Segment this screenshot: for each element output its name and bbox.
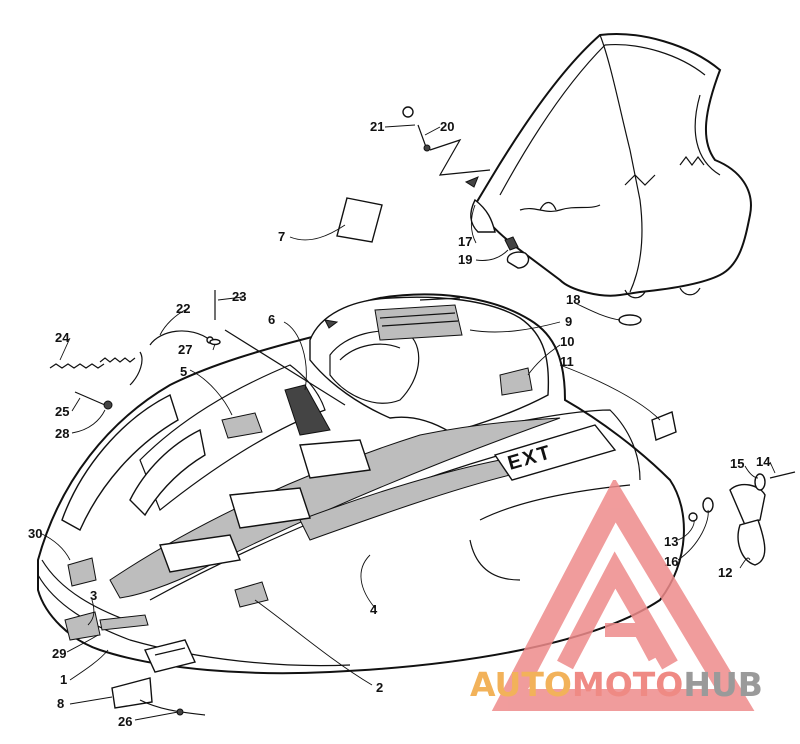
callout-27: 27 xyxy=(178,342,192,357)
callout-15: 15 xyxy=(730,456,744,471)
hood: EXT xyxy=(37,293,685,675)
watermark-logo xyxy=(491,480,755,711)
callout-14: 14 xyxy=(756,454,771,469)
callout-3: 3 xyxy=(90,588,97,603)
watermark-hub: HUB xyxy=(683,664,763,704)
leader-lines xyxy=(39,124,776,721)
decal-part-7 xyxy=(336,197,383,243)
bracket-and-cable xyxy=(111,677,206,716)
windshield-hardware xyxy=(402,106,642,326)
callout-24: 24 xyxy=(55,330,70,345)
callout-30: 30 xyxy=(28,526,42,541)
callout-7: 7 xyxy=(278,229,285,244)
side-hardware xyxy=(49,290,346,410)
callout-16: 16 xyxy=(664,554,678,569)
callout-8: 8 xyxy=(57,696,64,711)
callout-23: 23 xyxy=(232,289,246,304)
callout-1: 1 xyxy=(60,672,67,687)
callout-13: 13 xyxy=(664,534,678,549)
callout-18: 18 xyxy=(566,292,580,307)
callout-20: 20 xyxy=(440,119,454,134)
callout-labels: 1 2 3 4 5 6 7 8 9 10 11 12 13 14 15 16 1… xyxy=(28,119,771,729)
watermark-moto: MOTO xyxy=(571,664,684,704)
watermark-auto: AUTO xyxy=(470,664,572,704)
callout-19: 19 xyxy=(458,252,472,267)
callout-26: 26 xyxy=(118,714,132,729)
callout-25: 25 xyxy=(55,404,69,419)
callout-28: 28 xyxy=(55,426,69,441)
watermark-triangle-icon xyxy=(491,480,755,711)
windshield xyxy=(473,33,752,299)
callout-9: 9 xyxy=(565,314,572,329)
callout-5: 5 xyxy=(180,364,187,379)
callout-11: 11 xyxy=(560,354,574,369)
callout-6: 6 xyxy=(268,312,275,327)
callout-29: 29 xyxy=(52,646,66,661)
callout-4: 4 xyxy=(370,602,378,617)
callout-21: 21 xyxy=(370,119,384,134)
callout-2: 2 xyxy=(376,680,383,695)
callout-10: 10 xyxy=(560,334,574,349)
callout-17: 17 xyxy=(458,234,472,249)
callout-22: 22 xyxy=(176,301,190,316)
callout-12: 12 xyxy=(718,565,732,580)
hood-handle xyxy=(688,471,796,566)
